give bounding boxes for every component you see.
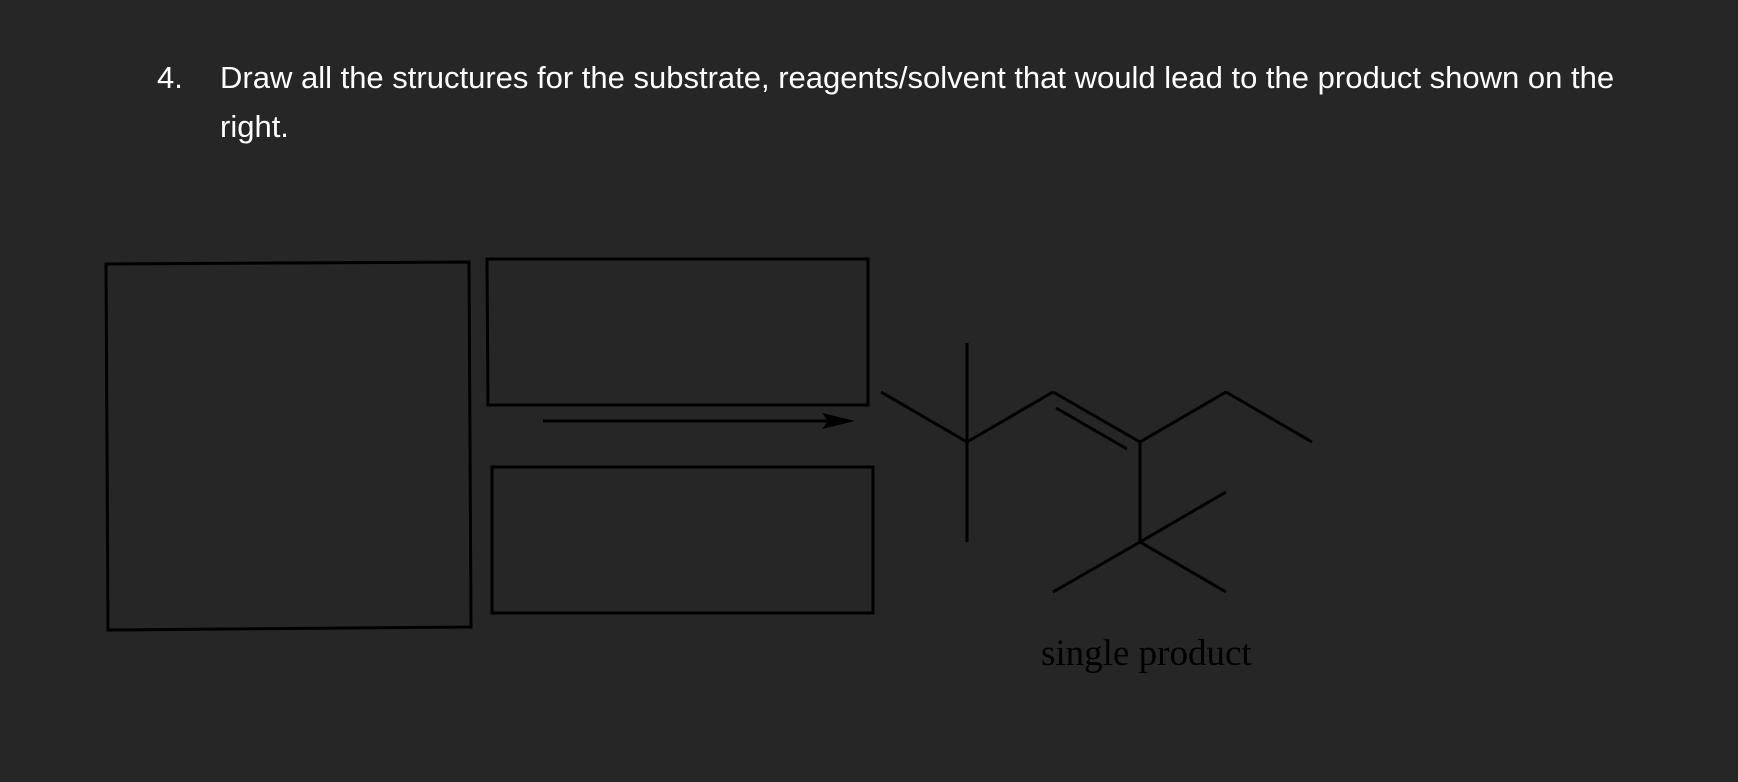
reaction-arrow bbox=[543, 413, 855, 429]
product-structure bbox=[880, 343, 1313, 594]
solvent-answer-box[interactable] bbox=[490, 465, 875, 615]
question-text: Draw all the structures for the substrat… bbox=[220, 60, 1615, 144]
question-number: 4. bbox=[157, 60, 183, 95]
reagent-answer-box[interactable] bbox=[485, 257, 870, 407]
product-caption: single product bbox=[1041, 633, 1252, 674]
substrate-answer-box[interactable] bbox=[104, 260, 473, 632]
